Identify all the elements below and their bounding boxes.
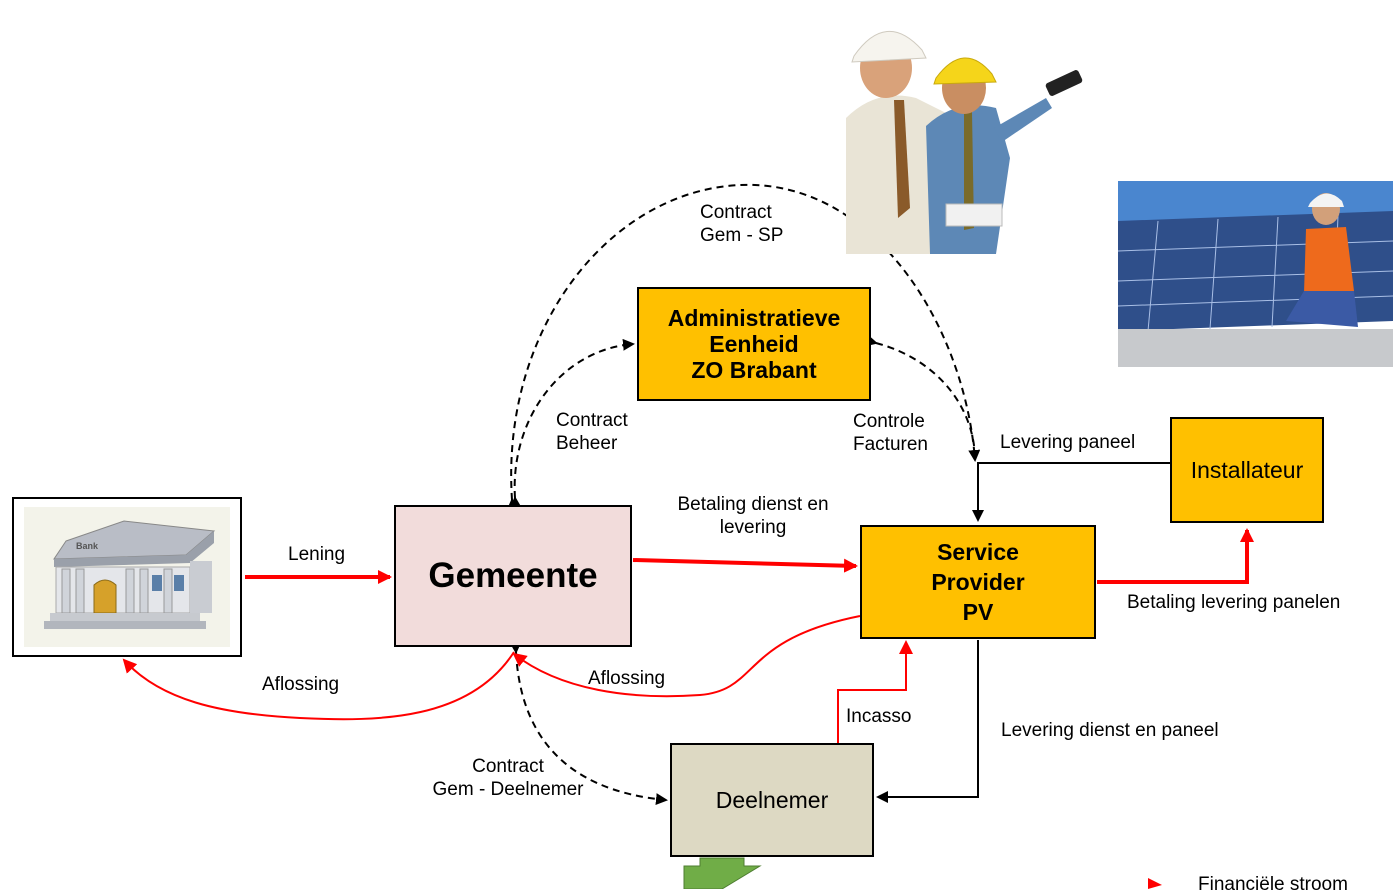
levering-paneel-line: [972, 462, 1170, 522]
label-aflossing-bank: Aflossing: [262, 674, 340, 695]
contract-gem-deelnemer-arc: [509, 641, 668, 806]
bank-box: Bank: [12, 497, 242, 657]
legend-red-arrow-icon: [1148, 878, 1162, 889]
admin-line-1: Administratieve: [667, 305, 841, 331]
contract-beheer-arc: [509, 338, 635, 509]
node-installateur: Installateur: [1170, 417, 1324, 523]
label-contract-beheer: Contract Beheer: [556, 409, 628, 455]
label-lening: Lening: [288, 544, 346, 565]
label-aflossing-sp: Aflossing: [588, 668, 666, 689]
installateur-label: Installateur: [1190, 456, 1304, 483]
controle-facturen-arc: [864, 334, 976, 461]
betaling-dienst-arrow: [632, 558, 858, 573]
label-controle-facturen-line1: Controle: [853, 411, 925, 432]
down-arrow-icon: [683, 857, 762, 889]
node-administratieve-eenheid: Administratieve Eenheid ZO Brabant: [637, 287, 871, 401]
label-betaling-panelen: Betaling levering panelen: [1127, 592, 1341, 613]
levering-dienst-line: [876, 640, 979, 803]
label-levering-paneel: Levering paneel: [1000, 432, 1136, 453]
node-deelnemer: Deelnemer: [670, 743, 874, 857]
label-contract-beheer-line1: Contract: [556, 410, 628, 431]
aflossing-sp-arc: [512, 615, 861, 698]
label-contract-gem-sp-line2: Gem - SP: [700, 225, 784, 246]
label-contract-gem-deelnemer-line1: Contract: [472, 756, 544, 777]
label-betaling-dienst-line1: Betaling dienst en: [677, 494, 829, 515]
gemeente-label: Gemeente: [428, 556, 598, 595]
label-contract-gem-sp-line1: Contract: [700, 202, 772, 223]
admin-line-2: Eenheid: [709, 331, 799, 357]
sp-line-2: Provider: [931, 569, 1025, 595]
label-contract-gem-deelnemer-line2: Gem - Deelnemer: [432, 779, 584, 800]
label-controle-facturen: Controle Facturen: [853, 410, 928, 456]
label-contract-gem-deelnemer: Contract Gem - Deelnemer: [414, 755, 602, 801]
admin-line-3: ZO Brabant: [691, 357, 817, 383]
node-gemeente: Gemeente: [394, 505, 632, 647]
node-service-provider: Service Provider PV: [860, 525, 1096, 639]
incasso-arrow: [837, 640, 913, 743]
bank-sign-text: Bank: [76, 541, 99, 551]
label-levering-dienst-paneel: Levering dienst en paneel: [1001, 720, 1219, 741]
bank-icon: Bank: [24, 507, 230, 647]
aflossing-bank-arc: [122, 651, 515, 721]
legend-financial-flow: Financiële stroom: [1198, 874, 1348, 895]
betaling-panelen-arrow: [1097, 528, 1254, 584]
solar-installer-photo: [1118, 181, 1393, 367]
sp-line-3: PV: [962, 599, 994, 625]
engineers-photo: [846, 8, 1116, 254]
label-betaling-dienst-line2: levering: [719, 517, 787, 538]
label-contract-gem-sp: Contract Gem - SP: [700, 201, 783, 247]
label-contract-beheer-line2: Beheer: [556, 433, 618, 454]
label-incasso: Incasso: [846, 706, 912, 727]
deelnemer-label: Deelnemer: [715, 786, 829, 813]
label-betaling-dienst: Betaling dienst en levering: [660, 493, 846, 539]
sp-line-1: Service: [937, 539, 1019, 565]
label-controle-facturen-line2: Facturen: [853, 434, 928, 455]
contract-gem-sp-arc: [506, 183, 981, 511]
